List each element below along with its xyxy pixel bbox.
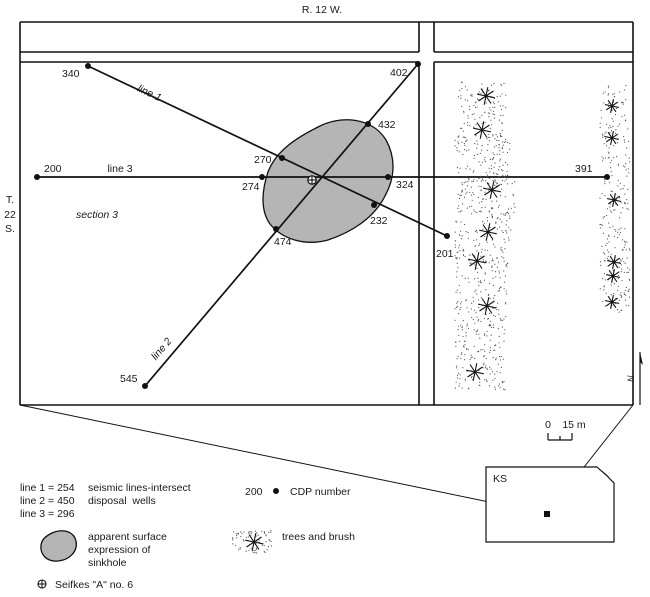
legend-sinkhole-desc-3: sinkhole [88,557,127,569]
line-1-label: line 1 [135,83,163,104]
legend-well-label: Seifkes "A" no. 6 [55,579,133,591]
scale-bar [547,433,573,441]
svg-text:232: 232 [370,215,388,227]
svg-text:201: 201 [436,248,454,260]
map-frame [19,22,634,406]
seismic-line-2 [144,63,419,387]
legend-cdp-label: CDP number [290,486,351,498]
svg-text:T.: T. [6,194,14,206]
svg-text:S.: S. [5,223,15,235]
legend-line2: line 2 = 450 [20,495,75,507]
legend: line 1 = 254 line 2 = 450 line 3 = 296 s… [20,482,355,591]
roads [20,21,633,405]
cdp-point-270 [279,155,285,161]
trees-and-brush [454,81,631,391]
cdp-labels: 340 402 200 391 201 545 270 274 432 324 … [44,67,593,385]
svg-text:391: 391 [575,163,593,175]
scale-value: 15 m [562,419,586,431]
scale-zero: 0 [545,419,551,431]
legend-sinkhole-desc-1: apparent surface [88,531,167,543]
legend-sinkhole-icon [40,530,77,562]
site-location-marker [544,511,550,517]
legend-line3: line 3 = 296 [20,508,75,520]
svg-text:432: 432 [378,119,396,131]
cdp-point-391 [604,174,610,180]
cdp-point-324 [385,174,391,180]
cdp-point-545 [142,383,148,389]
svg-text:22: 22 [4,209,16,221]
legend-cdp-dot-icon [273,488,279,494]
cdp-point-432 [365,121,371,127]
seismic-line-1 [87,65,448,237]
cdp-point-340 [85,63,91,69]
legend-seismic-desc-1: seismic lines-intersect [88,482,191,494]
svg-text:324: 324 [396,179,414,191]
section-label: section 3 [76,209,118,221]
cdp-point-402 [415,61,421,67]
svg-text:200: 200 [44,163,62,175]
cdp-points [34,61,610,389]
svg-text:340: 340 [62,68,80,80]
legend-seismic-desc-2: disposal wells [88,495,156,507]
legend-trees-label: trees and brush [282,531,355,543]
cdp-point-474 [273,226,279,232]
svg-text:274: 274 [242,181,260,193]
cdp-point-200 [34,174,40,180]
legend-sinkhole-desc-2: expression of [88,544,151,556]
cdp-point-274 [259,174,265,180]
cdp-point-201 [444,233,450,239]
svg-text:474: 474 [274,236,292,248]
kansas-inset [485,466,615,543]
svg-text:545: 545 [120,373,138,385]
legend-trees-icon [232,530,272,554]
line-2-label: line 2 [149,335,174,362]
svg-text:270: 270 [254,154,272,166]
legend-well-icon [37,579,47,589]
sinkhole-area [262,119,394,243]
well-symbol-icon [307,175,317,185]
cdp-point-232 [371,202,377,208]
north-arrow-icon [639,352,643,405]
state-label: KS [493,473,507,485]
svg-text:402: 402 [390,67,408,79]
township-label: T. 22 S. [4,194,16,235]
north-label: N [626,375,636,382]
range-label: R. 12 W. [302,4,342,16]
line-3-label: line 3 [107,163,132,175]
legend-cdp-example: 200 [245,486,263,498]
legend-line1: line 1 = 254 [20,482,75,494]
